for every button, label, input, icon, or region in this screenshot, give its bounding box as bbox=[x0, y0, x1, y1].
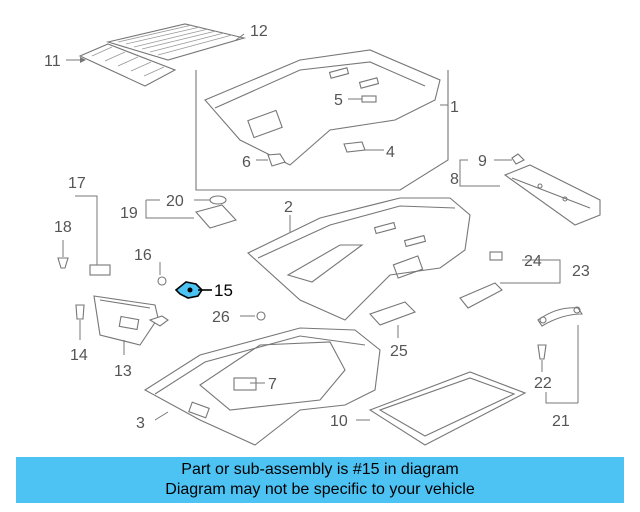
callout-13: 13 bbox=[114, 363, 132, 380]
callout-24: 24 bbox=[524, 253, 542, 270]
callout-16: 16 bbox=[134, 247, 152, 264]
callout-10: 10 bbox=[330, 413, 348, 430]
part-5-shape bbox=[361, 95, 377, 103]
headliner-2 bbox=[247, 197, 471, 321]
banner-line-1: Part or sub-assembly is #15 in diagram bbox=[181, 461, 459, 478]
callout-25: 25 bbox=[390, 343, 408, 360]
callout-8: 8 bbox=[450, 171, 459, 188]
banner-line-2: Diagram may not be specific to your vehi… bbox=[165, 481, 475, 498]
clip-26 bbox=[256, 311, 266, 321]
callout-4: 4 bbox=[386, 144, 395, 161]
headliner-1 bbox=[204, 49, 441, 166]
part-9-shape bbox=[511, 153, 525, 165]
grab-handle-cover-8 bbox=[503, 164, 601, 226]
callout-26: 26 bbox=[212, 309, 230, 326]
callout-15: 15 bbox=[214, 281, 233, 300]
headliner-3 bbox=[143, 327, 381, 446]
callout-22: 22 bbox=[534, 375, 552, 392]
sun-visor-13 bbox=[93, 295, 169, 346]
sunroof-seal-10 bbox=[368, 371, 527, 446]
clip-24 bbox=[489, 251, 503, 261]
sunshade-panel-12 bbox=[105, 23, 247, 61]
bracket-17 bbox=[89, 264, 111, 276]
sunroof-glass-11 bbox=[78, 43, 177, 87]
callout-17: 17 bbox=[68, 175, 86, 192]
callout-2: 2 bbox=[284, 199, 293, 216]
screw-16 bbox=[157, 276, 167, 286]
bulb-20 bbox=[209, 195, 227, 205]
callout-14: 14 bbox=[70, 347, 88, 364]
callout-9: 9 bbox=[478, 153, 487, 170]
callout-18: 18 bbox=[54, 219, 72, 236]
callout-23: 23 bbox=[572, 263, 590, 280]
callout-7: 7 bbox=[268, 376, 277, 393]
info-banner: Part or sub-assembly is #15 in diagram D… bbox=[16, 457, 624, 503]
callout-5: 5 bbox=[334, 92, 343, 109]
screw-22 bbox=[537, 344, 547, 360]
part-6-shape bbox=[267, 153, 286, 167]
bracket-23 bbox=[459, 282, 503, 309]
clip-15-highlighted bbox=[174, 281, 204, 299]
callout-21: 21 bbox=[552, 413, 570, 430]
callout-11: 11 bbox=[44, 53, 61, 70]
callout-20: 20 bbox=[166, 193, 184, 210]
callout-1: 1 bbox=[450, 99, 459, 116]
screw-14 bbox=[75, 304, 85, 320]
clip-18 bbox=[57, 257, 69, 269]
trim-25 bbox=[369, 301, 416, 326]
group-1-frame bbox=[195, 70, 449, 191]
lamp-19 bbox=[195, 204, 238, 229]
callout-3: 3 bbox=[136, 415, 145, 432]
callout-19: 19 bbox=[120, 205, 138, 222]
callout-12: 12 bbox=[250, 23, 268, 40]
parts-diagram: 12 11 1 5 4 6 9 8 2 17 18 19 20 16 15 26… bbox=[44, 23, 601, 446]
grab-handle-21 bbox=[537, 306, 584, 327]
callout-6: 6 bbox=[242, 154, 251, 171]
part-4-shape bbox=[343, 141, 366, 153]
